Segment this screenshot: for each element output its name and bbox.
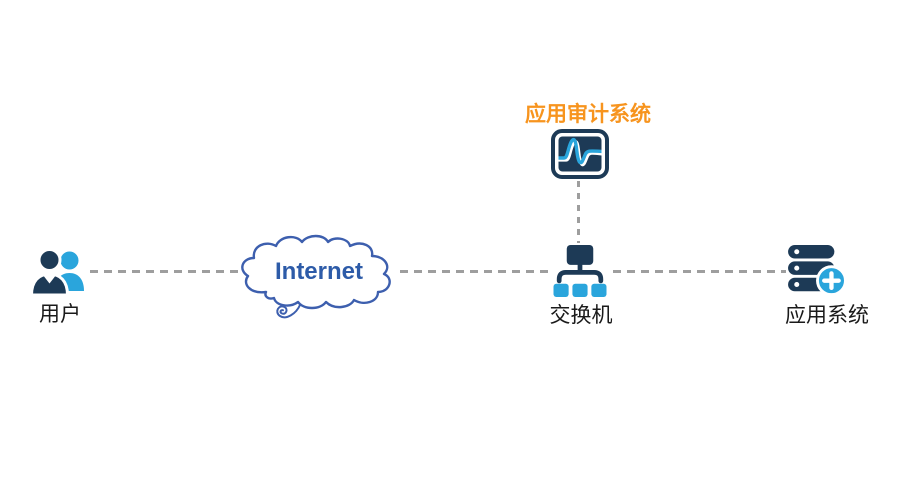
node-user bbox=[31, 249, 89, 299]
connector-internet-switch bbox=[400, 270, 550, 273]
cloud-swirl bbox=[276, 304, 301, 319]
internet-cloud-icon bbox=[241, 234, 391, 319]
connector-audit-switch bbox=[577, 181, 580, 243]
connector-user-internet bbox=[90, 270, 240, 273]
node-audit-system bbox=[551, 129, 609, 179]
node-app-system bbox=[786, 244, 848, 298]
user-label: 用户 bbox=[39, 303, 81, 326]
switch-label: 交换机 bbox=[549, 304, 613, 327]
app-system-label: 应用系统 bbox=[785, 304, 869, 327]
internet-label: Internet bbox=[274, 258, 363, 285]
node-internet: Internet bbox=[236, 234, 402, 324]
switch-icon bbox=[553, 244, 607, 297]
server-stack-icon bbox=[788, 244, 847, 297]
connector-switch-appsystem bbox=[613, 270, 786, 273]
plus-badge-icon bbox=[816, 265, 847, 297]
audit-monitor-icon bbox=[551, 129, 609, 179]
audit-system-label: 应用审计系统 bbox=[525, 103, 651, 126]
user-icon bbox=[31, 249, 84, 297]
node-switch bbox=[550, 244, 610, 297]
